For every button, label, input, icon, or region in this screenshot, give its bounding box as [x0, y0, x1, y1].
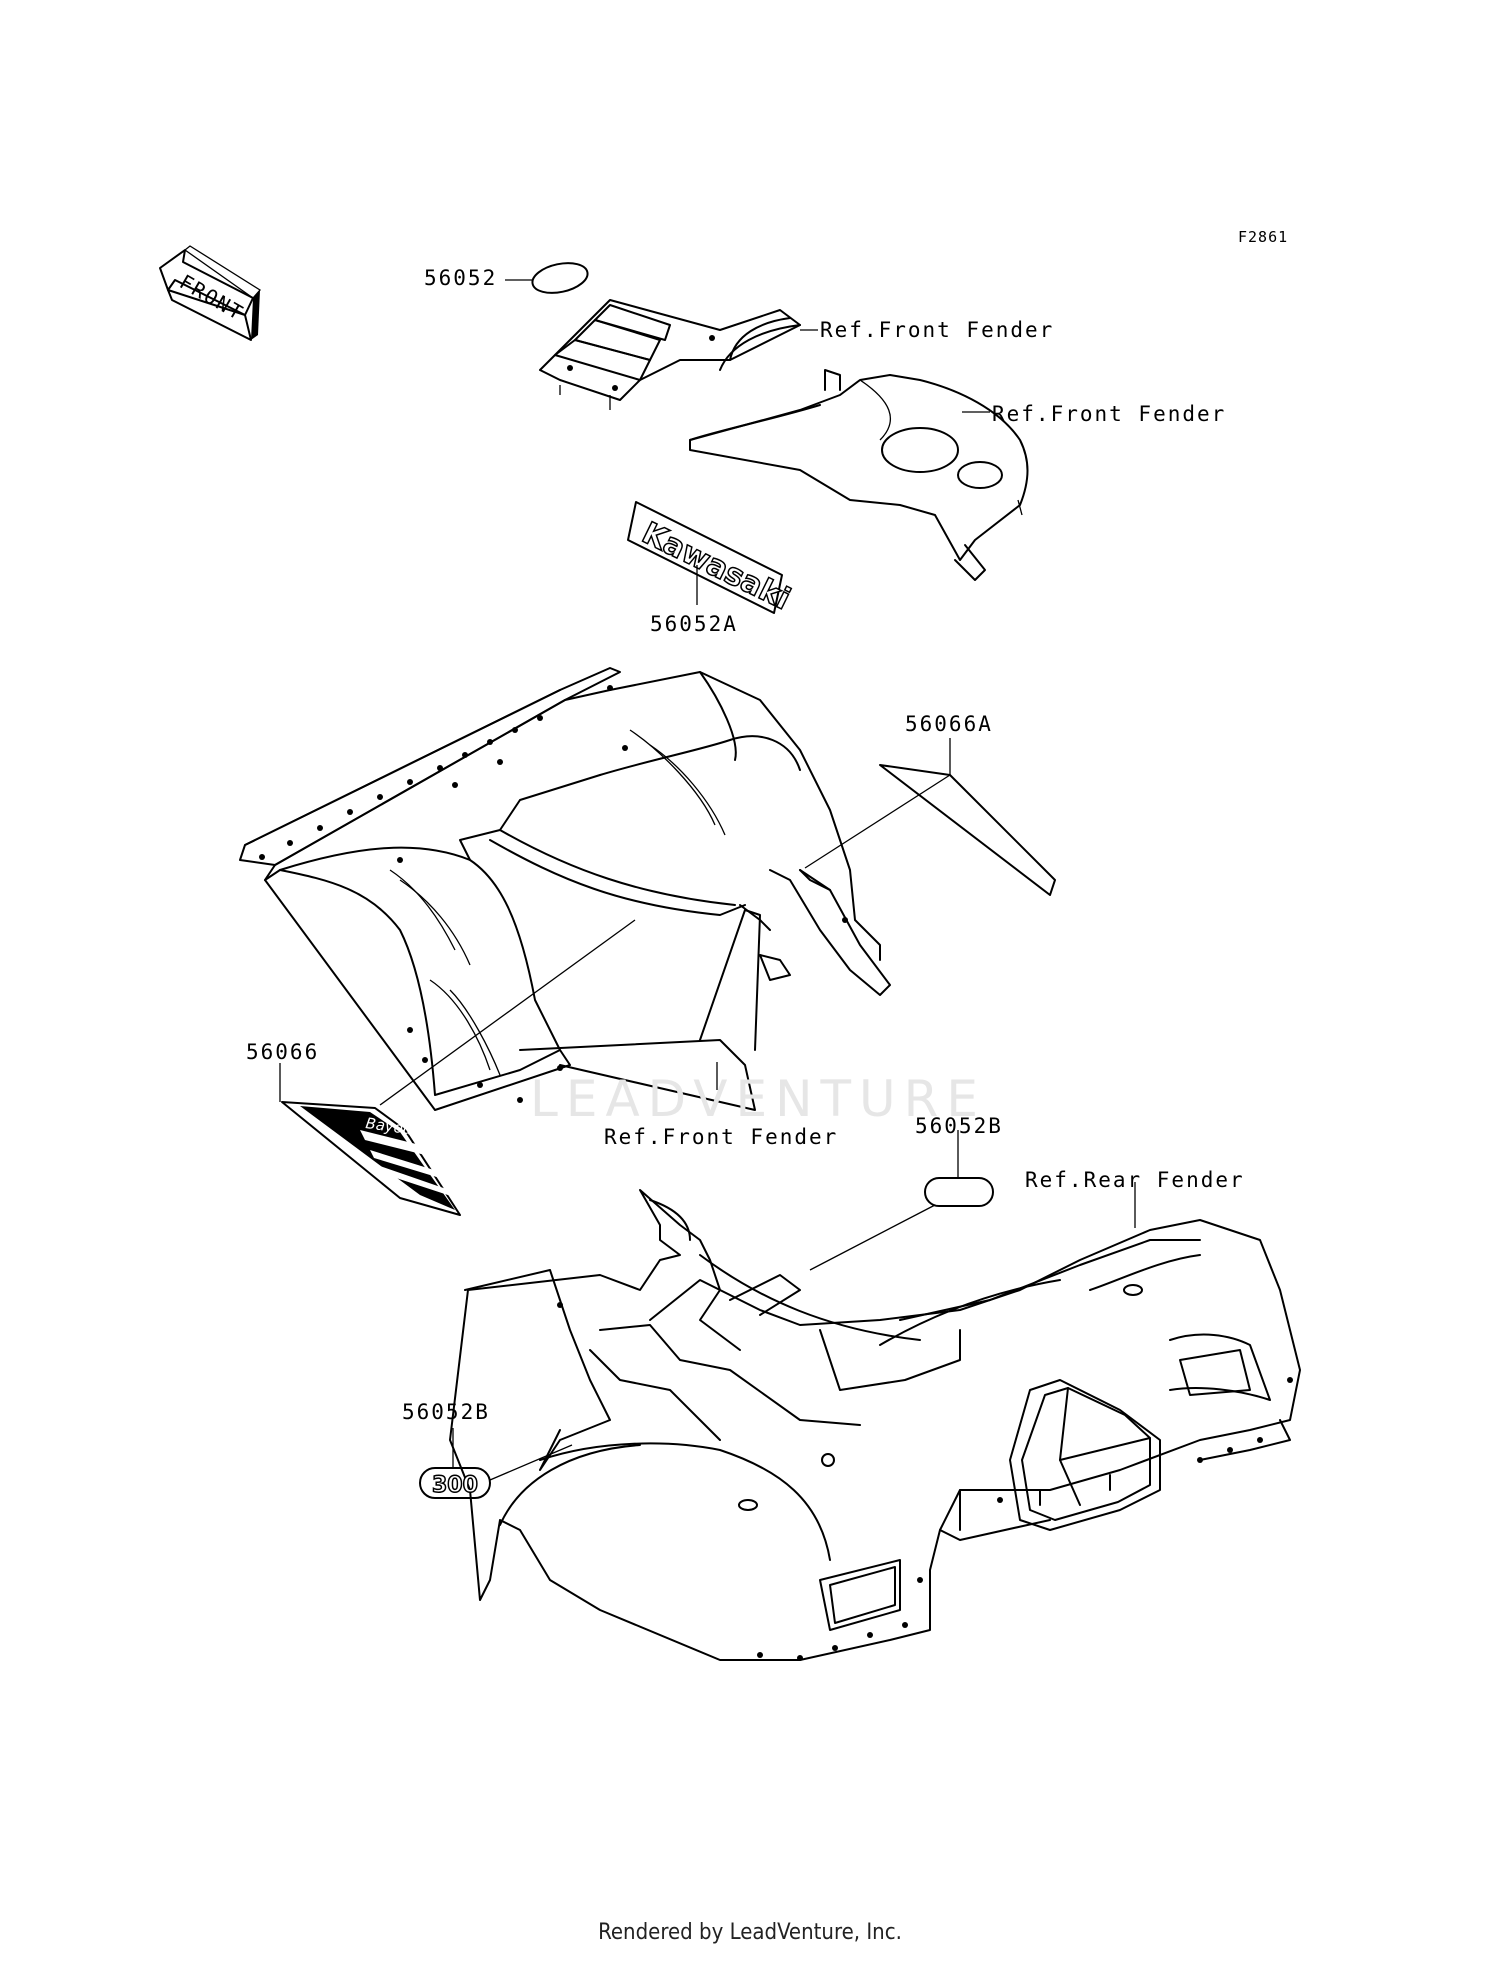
label-56066a: 56066A	[905, 712, 993, 736]
front-fender-main	[239, 667, 891, 1111]
label-ref-front-fender-3[interactable]: Ref.Front Fender	[604, 1125, 839, 1149]
label-ref-front-fender-2[interactable]: Ref.Front Fender	[992, 402, 1227, 426]
decal-56052	[531, 262, 589, 294]
label-56066: 56066	[246, 1040, 320, 1064]
rear-fender	[449, 1189, 1301, 1661]
kawasaki-decal-text: Kawasaki	[636, 516, 795, 618]
label-56052b-left: 56052B	[402, 1400, 490, 1424]
figure-code: F2861	[1238, 228, 1289, 246]
decal-56052b-300: 300	[419, 1467, 491, 1499]
label-56052: 56052	[424, 266, 498, 290]
decal-56066-bayou: Bayou	[281, 1101, 461, 1216]
front-fender-top-body	[689, 369, 1029, 581]
decal-56052a-kawasaki: Kawasaki	[627, 501, 796, 618]
front-arrow-icon: FRONT	[159, 245, 261, 341]
front-fender-top-panel	[539, 299, 801, 410]
label-ref-rear-fender[interactable]: Ref.Rear Fender	[1025, 1168, 1245, 1192]
label-56052b-top: 56052B	[915, 1114, 1003, 1138]
footer-credit: Rendered by LeadVenture, Inc.	[598, 1920, 902, 1945]
watermark: LEADVENTURE	[530, 1070, 986, 1128]
decal-56052b-top	[924, 1177, 994, 1207]
model-300-decal-text: 300	[432, 1473, 478, 1498]
label-56052a: 56052A	[650, 612, 738, 636]
decal-56066a	[879, 764, 1056, 896]
label-ref-front-fender-1[interactable]: Ref.Front Fender	[820, 318, 1055, 342]
